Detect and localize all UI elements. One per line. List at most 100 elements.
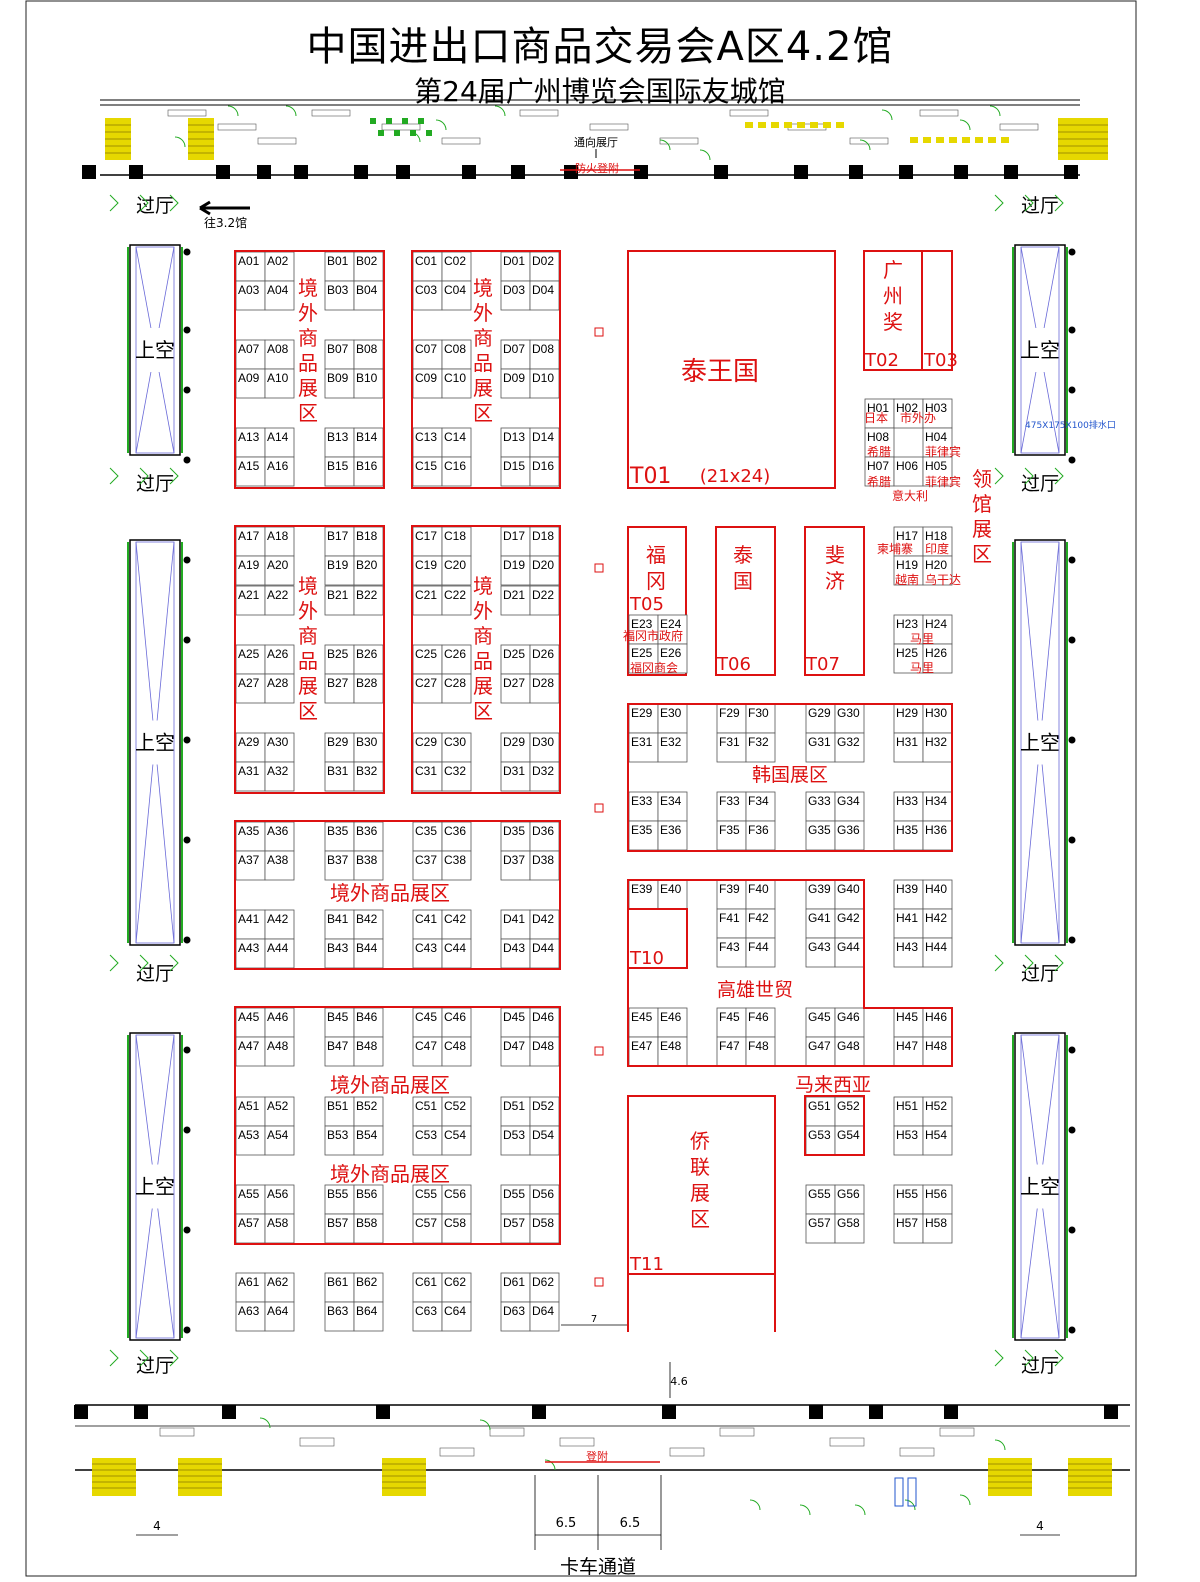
booth-id: D10 — [532, 371, 554, 385]
booth-t07-label: T07 — [805, 654, 840, 675]
wall-column — [134, 1405, 148, 1419]
booth — [235, 251, 266, 282]
booth-id: C22 — [444, 588, 466, 602]
plant-icon — [418, 118, 424, 124]
booth-id: G53 — [808, 1128, 831, 1142]
corridor-label: 过厅 — [1021, 195, 1059, 217]
booth-id: H30 — [925, 706, 947, 720]
door-swing-icon — [109, 194, 119, 212]
zone-label-foreign: 境 — [298, 276, 318, 300]
booth-id: B63 — [327, 1304, 349, 1318]
booth-id: B08 — [356, 342, 378, 356]
booth — [441, 909, 472, 940]
booth — [834, 820, 865, 851]
booth — [922, 555, 953, 586]
booth-id: B02 — [356, 254, 378, 268]
booth-id: C55 — [415, 1187, 437, 1201]
booth — [922, 791, 953, 822]
booth-id: H20 — [925, 558, 947, 572]
booth-id: D35 — [503, 824, 525, 838]
booth-id: B10 — [356, 371, 378, 385]
booth-id: A25 — [238, 647, 260, 661]
booth-id: D46 — [532, 1010, 554, 1024]
booth-id: D27 — [503, 676, 525, 690]
booth-id: D53 — [503, 1128, 525, 1142]
column-dot — [183, 1046, 191, 1054]
door-swing-icon — [994, 1439, 1006, 1451]
booth-id: F40 — [748, 882, 769, 896]
door-swing-icon — [859, 139, 871, 151]
booth-id: A58 — [267, 1216, 289, 1230]
exhibit-zone-outline — [234, 250, 385, 489]
column-dot — [1068, 1326, 1076, 1334]
booth-id: B54 — [356, 1128, 378, 1142]
booth — [893, 1125, 924, 1156]
seat-icon — [923, 137, 931, 143]
booth — [657, 820, 688, 851]
booth-id: G44 — [837, 940, 860, 954]
booth — [412, 555, 443, 586]
booth-id: H48 — [925, 1039, 947, 1053]
booth — [529, 427, 560, 458]
exhibit-zone-outline — [411, 250, 561, 489]
wall-column — [794, 165, 808, 179]
booth-id: A54 — [267, 1128, 289, 1142]
corridor-label: 过厅 — [136, 963, 174, 985]
booth-id: B52 — [356, 1099, 378, 1113]
booth — [353, 339, 384, 370]
booth — [324, 1301, 355, 1332]
booth-id: B35 — [327, 824, 349, 838]
booth-id: D45 — [503, 1010, 525, 1024]
booth — [441, 1036, 472, 1067]
door-swing-icon — [109, 467, 119, 485]
booth-id: D07 — [503, 342, 525, 356]
void-label-bg — [148, 1164, 162, 1209]
door-swing-icon — [169, 194, 179, 212]
booth — [500, 526, 531, 557]
booth-id: D03 — [503, 283, 525, 297]
booth — [441, 1007, 472, 1038]
booth — [235, 938, 266, 969]
booth — [441, 644, 472, 675]
booth-id: D47 — [503, 1039, 525, 1053]
booth-id: D21 — [503, 588, 525, 602]
column-dot — [1068, 836, 1076, 844]
booth-id: A62 — [267, 1275, 289, 1289]
booth-id: C02 — [444, 254, 466, 268]
booth-id: G39 — [808, 882, 831, 896]
booth-id: A29 — [238, 735, 260, 749]
booth-id: C48 — [444, 1039, 466, 1053]
booth-id: E36 — [660, 823, 682, 837]
booth-id: A26 — [267, 647, 289, 661]
booth — [353, 1301, 384, 1332]
country-label: 马里 — [910, 661, 934, 675]
booth-id: G56 — [837, 1187, 860, 1201]
booth — [264, 1036, 295, 1067]
booth — [441, 673, 472, 704]
booth — [657, 643, 688, 674]
booth — [805, 791, 836, 822]
void-inner — [1020, 1034, 1060, 1339]
booth-id: D36 — [532, 824, 554, 838]
booth-id: A19 — [238, 558, 260, 572]
booth-id: A21 — [238, 588, 260, 602]
zone-label-overseas-chinese: 展 — [690, 1181, 710, 1205]
booth — [353, 732, 384, 763]
booth-t06 — [715, 526, 776, 676]
booth-id: H07 — [867, 459, 889, 473]
column-dot — [183, 1326, 191, 1334]
seat-icon — [784, 122, 792, 128]
service-room-outline — [257, 137, 297, 145]
booth — [353, 1036, 384, 1067]
booth-id: B45 — [327, 1010, 349, 1024]
booth — [716, 937, 747, 968]
booth — [324, 821, 355, 852]
service-room-outline — [999, 123, 1039, 131]
booth-id: B51 — [327, 1099, 349, 1113]
booth — [834, 908, 865, 939]
country-label: 市外办 — [900, 410, 936, 425]
booth — [235, 1272, 266, 1303]
booth-id: H54 — [925, 1128, 947, 1142]
booth-id: D02 — [532, 254, 554, 268]
zone-label-thailand: 国 — [733, 569, 753, 593]
